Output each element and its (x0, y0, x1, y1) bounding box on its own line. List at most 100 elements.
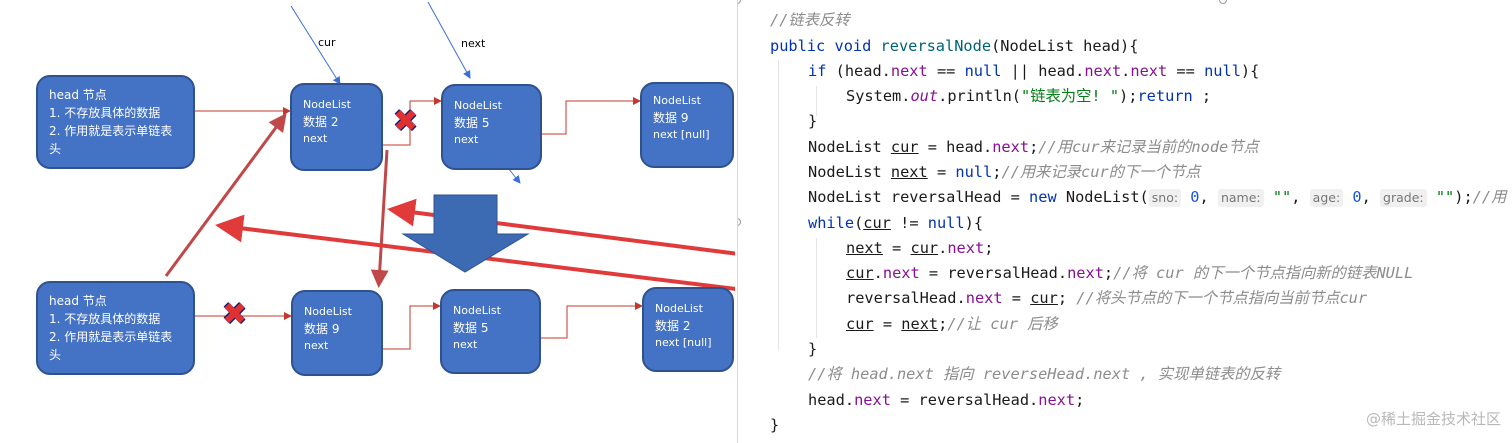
code-text: ; (1075, 391, 1085, 409)
comment: //让 cur 后移 (947, 315, 1058, 333)
code-text: ); (1454, 188, 1473, 206)
variable: next (890, 163, 928, 181)
code-line-17: } (770, 413, 779, 438)
keyword: null (955, 163, 993, 181)
keyword: new (1029, 188, 1057, 206)
bottom-node-data-5: NodeList 数据 5 next (440, 289, 541, 374)
code-text: NodeList (808, 138, 891, 156)
keyword: return (1137, 87, 1193, 105)
param-hint: age: (1309, 189, 1344, 207)
code-text: ; (938, 315, 948, 333)
variable: cur (1030, 289, 1058, 307)
variable: cur (910, 239, 939, 257)
code-text: NodeList reversalHead = (808, 188, 1030, 206)
code-line-9: while(cur != null){ (808, 211, 983, 236)
top-link-2-5 (383, 97, 442, 146)
next-drop-arrow (507, 167, 521, 184)
keyword: public (770, 37, 826, 55)
code-line-16: head.next = reversalHead.next; (808, 388, 1084, 413)
node-next: next (454, 133, 479, 146)
node-title: NodeList (453, 304, 501, 317)
broken-link-x-icon: ✖ (393, 104, 419, 139)
head-node-line3: 头 (49, 142, 62, 156)
resize-handle[interactable] (738, 0, 741, 4)
cur-pointer-arrow (290, 5, 341, 85)
linked-list-diagram: cur next head 节点 1. 不存放具体的数据 2. 作用就是表示单链… (0, 0, 735, 443)
comment: //用来记录cur的下一个节点 (1001, 163, 1201, 181)
code-text: . (873, 264, 883, 282)
code-text: ; (1192, 87, 1212, 105)
code-text: = (927, 163, 956, 181)
variable: cur (846, 264, 874, 282)
code-text: || head. (1001, 62, 1085, 80)
node-data: 数据 2 (303, 115, 339, 129)
code-line-3: if (head.next == null || head.next.next … (808, 59, 1259, 84)
node-next: next [null] (655, 336, 712, 349)
resize-handle[interactable] (1219, 0, 1227, 4)
node-title: NodeList (303, 98, 351, 111)
code-text: } (808, 340, 818, 358)
code-line-4: System.out.println("链表为空! ");return ; (846, 84, 1211, 109)
node-data: 数据 9 (653, 111, 689, 125)
resize-handle[interactable] (738, 218, 741, 226)
bottom-node-data-2: NodeList 数据 2 next [null] (642, 287, 734, 372)
head-node-line2: 2. 作用就是表示单链表 (49, 124, 173, 138)
keyword: while (808, 214, 855, 232)
code-text: (head. (826, 62, 891, 80)
variable: cur (846, 315, 874, 333)
indent-guide (816, 86, 817, 116)
code-text: == (927, 62, 965, 80)
node-title: NodeList (454, 99, 502, 112)
head-node-line3: 头 (49, 348, 62, 362)
code-editor-panel: //链表反转 public void reversalNode(NodeList… (737, 0, 1512, 443)
code-line-14: } (808, 337, 817, 362)
code-text: = reversalHead. (919, 264, 1068, 282)
string-literal: "链表为空! " (1021, 87, 1120, 105)
code-text: . (938, 239, 948, 257)
code-text: NodeList( (1056, 188, 1149, 206)
code-text: ; (1029, 138, 1039, 156)
param-hint: sno: (1148, 189, 1182, 207)
field: next (854, 391, 891, 409)
node-next: next (453, 338, 478, 351)
code-text: = (1002, 289, 1031, 307)
code-text: System. (846, 87, 911, 105)
code-text: = (873, 315, 902, 333)
node-data: 数据 9 (304, 322, 340, 336)
comment: //将头节点的下一个节点指向当前节点cur (1076, 289, 1368, 307)
code-text: (NodeList head){ (991, 37, 1139, 55)
node-data: 数据 5 (453, 321, 489, 335)
method-name: reversalNode (880, 37, 992, 55)
code-line-6: NodeList cur = head.next;//用cur来记录当前的nod… (808, 135, 1259, 160)
comment: //用 (1472, 188, 1507, 206)
node-data: 数据 5 (454, 116, 490, 130)
number-literal: 0 (1352, 188, 1362, 206)
comment: //用cur来记录当前的node节点 (1038, 138, 1259, 156)
node-title: NodeList (304, 305, 352, 318)
code-text: } (770, 416, 780, 434)
diagram-connectors (88, 1, 735, 355)
keyword: if (808, 62, 827, 80)
code-line-11: cur.next = reversalHead.next;//将 cur 的下一… (846, 261, 1413, 286)
number-literal: 0 (1190, 188, 1200, 206)
code-text: ; (992, 163, 1002, 181)
code-text: = (882, 239, 911, 257)
head-node-line2: 2. 作用就是表示单链表 (49, 330, 173, 344)
param-hint: name: (1217, 189, 1264, 207)
watermark: @稀土掘金技术社区 (1365, 410, 1501, 428)
field: next (947, 239, 985, 257)
code-text: ; (984, 239, 994, 257)
code-text: ( (854, 214, 864, 232)
field: next (1130, 62, 1168, 80)
code-text: ; (1057, 289, 1077, 307)
head-node-line1: 1. 不存放具体的数据 (49, 106, 161, 120)
code-text: reversalHead. (846, 289, 966, 307)
code-text: head. (808, 391, 855, 409)
head-node-title: head 节点 (49, 294, 107, 308)
field: next (1067, 264, 1104, 282)
indent-guide (816, 238, 817, 338)
code-text: ){ (1240, 62, 1260, 80)
code-line-1: //链表反转 (770, 8, 850, 33)
code-line-13: cur = next;//让 cur 后移 (846, 312, 1058, 337)
node-next: next [null] (653, 128, 710, 141)
